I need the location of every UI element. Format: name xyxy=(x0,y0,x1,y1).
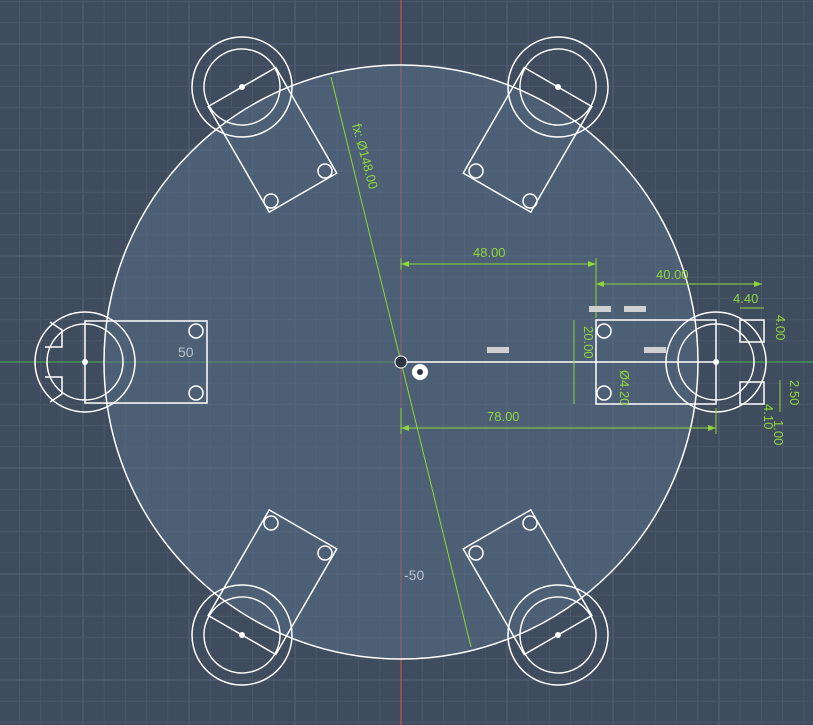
left-mount-notch-top[interactable] xyxy=(45,321,63,348)
mount-bottom-right-inner[interactable] xyxy=(506,583,610,687)
grid-label-neg50: -50 xyxy=(404,567,424,583)
horizontal-constraint-icon[interactable] xyxy=(487,306,666,353)
hole[interactable] xyxy=(522,515,538,531)
dim-1-00-label[interactable]: 1.00 xyxy=(771,420,786,445)
dim-4-00-label[interactable]: 4.00 xyxy=(773,315,788,340)
center-point xyxy=(239,632,245,638)
left-mount-inner-circle[interactable] xyxy=(46,323,124,401)
center-point xyxy=(555,84,561,90)
left-mount-hole-bottom[interactable] xyxy=(188,385,204,401)
constraint-glyph[interactable] xyxy=(624,306,646,312)
hole[interactable] xyxy=(522,193,538,209)
dim-78-label[interactable]: 78.00 xyxy=(487,409,520,424)
dim-4-40-label[interactable]: 4.40 xyxy=(733,291,758,306)
right-mount-tab-top[interactable] xyxy=(739,319,765,343)
right-mount-hole-bottom[interactable] xyxy=(596,385,612,401)
arrowhead xyxy=(401,261,409,267)
grid-label-50: 50 xyxy=(178,344,194,360)
dimension-lines xyxy=(330,76,781,648)
hole[interactable] xyxy=(263,515,279,531)
dim-2-50-label[interactable]: 2.50 xyxy=(787,380,802,405)
dim-4-10-label[interactable]: 4.10 xyxy=(761,404,776,429)
arrowhead xyxy=(708,425,716,431)
right-mount-hole-top[interactable] xyxy=(596,323,612,339)
arrowhead xyxy=(401,425,409,431)
arrowhead xyxy=(754,281,762,287)
left-mount-notch-bottom[interactable] xyxy=(45,376,63,403)
dim-40-label[interactable]: 40.00 xyxy=(656,267,689,282)
constraint-glyph[interactable] xyxy=(644,347,666,353)
right-mount-inner-circle[interactable] xyxy=(677,323,755,401)
mount-bottom-left-outer[interactable] xyxy=(174,567,311,704)
mount-bottom-left-inner[interactable] xyxy=(190,583,294,687)
constraint-glyph[interactable] xyxy=(589,306,611,312)
dimension-arrows xyxy=(401,261,762,431)
origin-icon[interactable] xyxy=(394,355,428,380)
hole[interactable] xyxy=(468,163,484,179)
mount-center-points xyxy=(82,84,719,638)
center-point xyxy=(555,632,561,638)
center-point xyxy=(713,359,719,365)
arrowhead xyxy=(596,281,604,287)
right-mount[interactable] xyxy=(595,311,767,413)
hole[interactable] xyxy=(263,193,279,209)
mount-top-right-outer[interactable] xyxy=(490,19,627,156)
center-point xyxy=(82,359,88,365)
left-mount-outer-circle[interactable] xyxy=(34,311,136,413)
left-mount-hole-top[interactable] xyxy=(188,323,204,339)
mount-top-left-outer[interactable] xyxy=(174,19,311,156)
mount-top-right[interactable] xyxy=(454,19,627,218)
arrowhead xyxy=(588,261,596,267)
mount-top-right-inner[interactable] xyxy=(506,35,610,139)
hole[interactable] xyxy=(317,163,333,179)
mount-top-left-inner[interactable] xyxy=(190,35,294,139)
hole[interactable] xyxy=(317,545,333,561)
left-mount[interactable] xyxy=(34,311,208,413)
dim-d4-20-label[interactable]: Ø4.20 xyxy=(617,370,632,405)
right-mount-tab-bottom[interactable] xyxy=(739,381,765,405)
hole[interactable] xyxy=(468,545,484,561)
center-point xyxy=(239,84,245,90)
dim-48-label[interactable]: 48.00 xyxy=(473,245,506,260)
mount-bottom-right-outer[interactable] xyxy=(490,567,627,704)
mount-holes[interactable] xyxy=(263,163,538,561)
dim-20-label[interactable]: 20.00 xyxy=(581,326,596,359)
constraint-glyph[interactable] xyxy=(487,347,509,353)
